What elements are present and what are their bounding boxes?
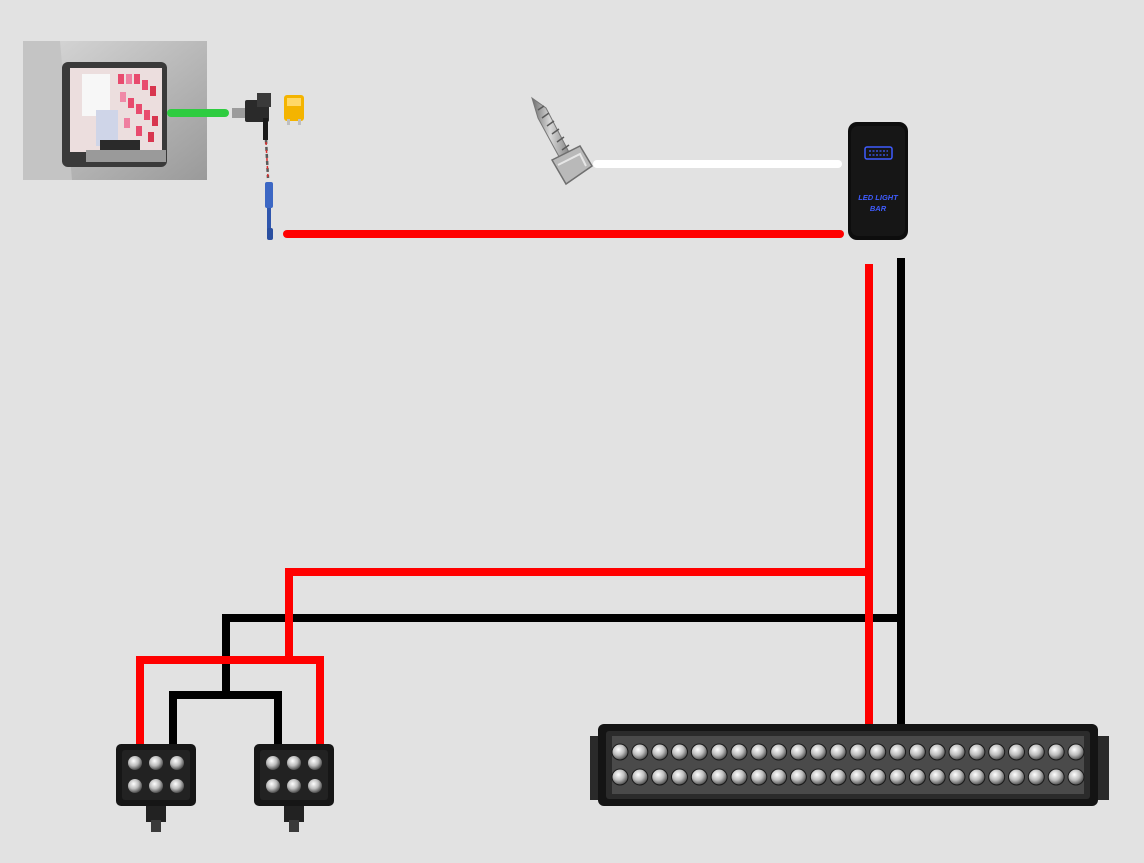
fuse-row [118,74,158,142]
pod-light-left [116,744,196,832]
light-bar-led [869,743,887,761]
light-bar-led [730,743,748,761]
light-bar-led [849,743,867,761]
light-bar-led [611,743,629,761]
light-bar-led [789,768,807,786]
light-bar-led [809,743,827,761]
rocker-switch: LED LIGHT BAR [848,122,908,240]
light-bar-led [770,768,788,786]
light-bar-led [789,743,807,761]
light-bar-led [631,768,649,786]
switch-label-line2: BAR [870,204,887,213]
light-bar-led [869,768,887,786]
light-bar-led [1027,768,1045,786]
fuse-icon [284,95,304,125]
light-bar-led [651,743,669,761]
light-bar-led [1008,768,1025,786]
light-bar-led [690,768,708,786]
light-bar-led [948,768,966,786]
light-bar-led [1067,768,1085,786]
light-bar-led [928,743,946,761]
light-bar-led [1047,768,1065,786]
light-bar-led [651,768,669,786]
light-bar-led [1027,743,1045,761]
light-bar-led [889,768,907,786]
light-bar-led [1008,743,1025,761]
switch-label-line1: LED LIGHT [858,193,899,202]
light-bar-led [809,768,827,786]
light-bar-led [730,768,748,786]
light-bar-led [631,743,649,761]
led-light-bar [590,724,1109,806]
light-bar-led [988,743,1006,761]
light-bar-led [849,768,867,786]
fuse-tap [232,93,304,240]
light-bar-led [968,768,986,786]
pod-light-right [254,744,334,832]
light-bar-led [750,743,768,761]
light-bar-led [829,768,847,786]
light-bar-led [908,743,926,761]
light-bar-led [968,743,986,761]
light-bar-led [611,768,629,786]
light-bar-led [908,768,926,786]
light-bar-led [690,743,708,761]
light-bar-led [710,743,728,761]
red-power-wiring [136,264,873,749]
black-ground-wiring [169,258,905,749]
light-bar-led [1047,743,1065,761]
light-bar-led [1067,743,1085,761]
light-bar-led [750,768,768,786]
light-bar-led [829,743,847,761]
light-bar-led [770,743,788,761]
light-bar-leds [611,743,1085,786]
light-bar-led [710,768,728,786]
light-bar-led [988,768,1006,786]
light-bar-led [948,743,966,761]
light-bar-icon [864,146,893,160]
light-bar-led [928,768,946,786]
light-bar-led [671,768,688,786]
ground-screw-icon [531,96,594,186]
light-bar-led [889,743,907,761]
light-bar-led [671,743,688,761]
